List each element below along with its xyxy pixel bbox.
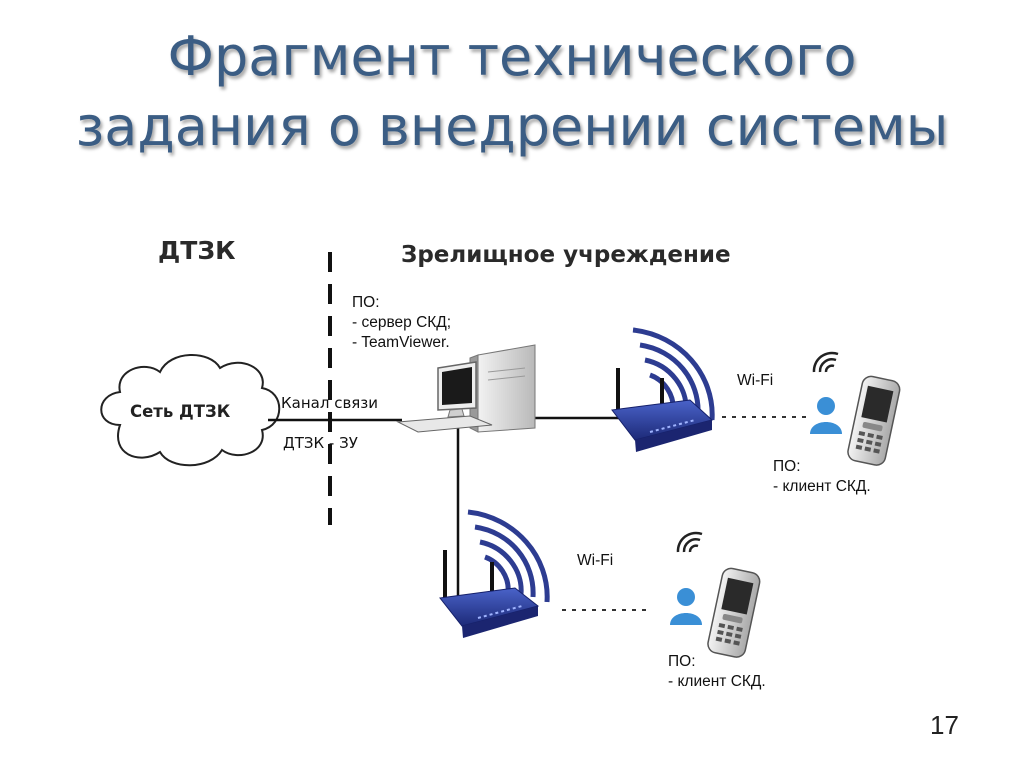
title-line-2: задания о внедрении системы [75, 95, 949, 158]
phone-icon [847, 375, 901, 466]
phone-icon [707, 567, 761, 658]
router-icon [439, 509, 550, 638]
cloud-icon [100, 354, 281, 467]
wifi-label-top: Wi-Fi [737, 372, 774, 389]
zone-right-label: Зрелищное учреждение [401, 242, 731, 268]
person-icon [810, 397, 842, 434]
channel-label-2: ДТЗК - ЗУ [283, 434, 358, 452]
server-software-heading: ПО: [352, 294, 380, 311]
person-icon [670, 588, 702, 625]
client-top-block: ПО: - клиент СКД. [773, 457, 871, 497]
signal-icon [676, 531, 703, 553]
zone-left-label: ДТЗК [158, 236, 236, 265]
title-line-1: Фрагмент технического [167, 25, 857, 88]
slide-title: Фрагмент технического задания о внедрени… [0, 22, 1024, 162]
server-software-item: - сервер СКД; [352, 314, 452, 331]
server-software-block: ПО: - сервер СКД; - TeamViewer. [352, 293, 451, 353]
server-software-item: - TeamViewer. [352, 334, 450, 351]
client-top-item: - клиент СКД. [773, 478, 871, 495]
computer-icon [396, 344, 536, 433]
signal-icon [812, 351, 839, 373]
client-top-heading: ПО: [773, 458, 801, 475]
channel-label-1: Канал связи [281, 394, 379, 412]
client-bottom-heading: ПО: [668, 653, 696, 670]
router-icon [611, 327, 715, 452]
cloud-label: Сеть ДТЗК [130, 402, 231, 421]
client-bottom-item: - клиент СКД. [668, 673, 766, 690]
wifi-label-bottom: Wi-Fi [577, 552, 614, 569]
page-number: 17 [930, 710, 959, 740]
client-bottom-block: ПО: - клиент СКД. [668, 652, 766, 692]
